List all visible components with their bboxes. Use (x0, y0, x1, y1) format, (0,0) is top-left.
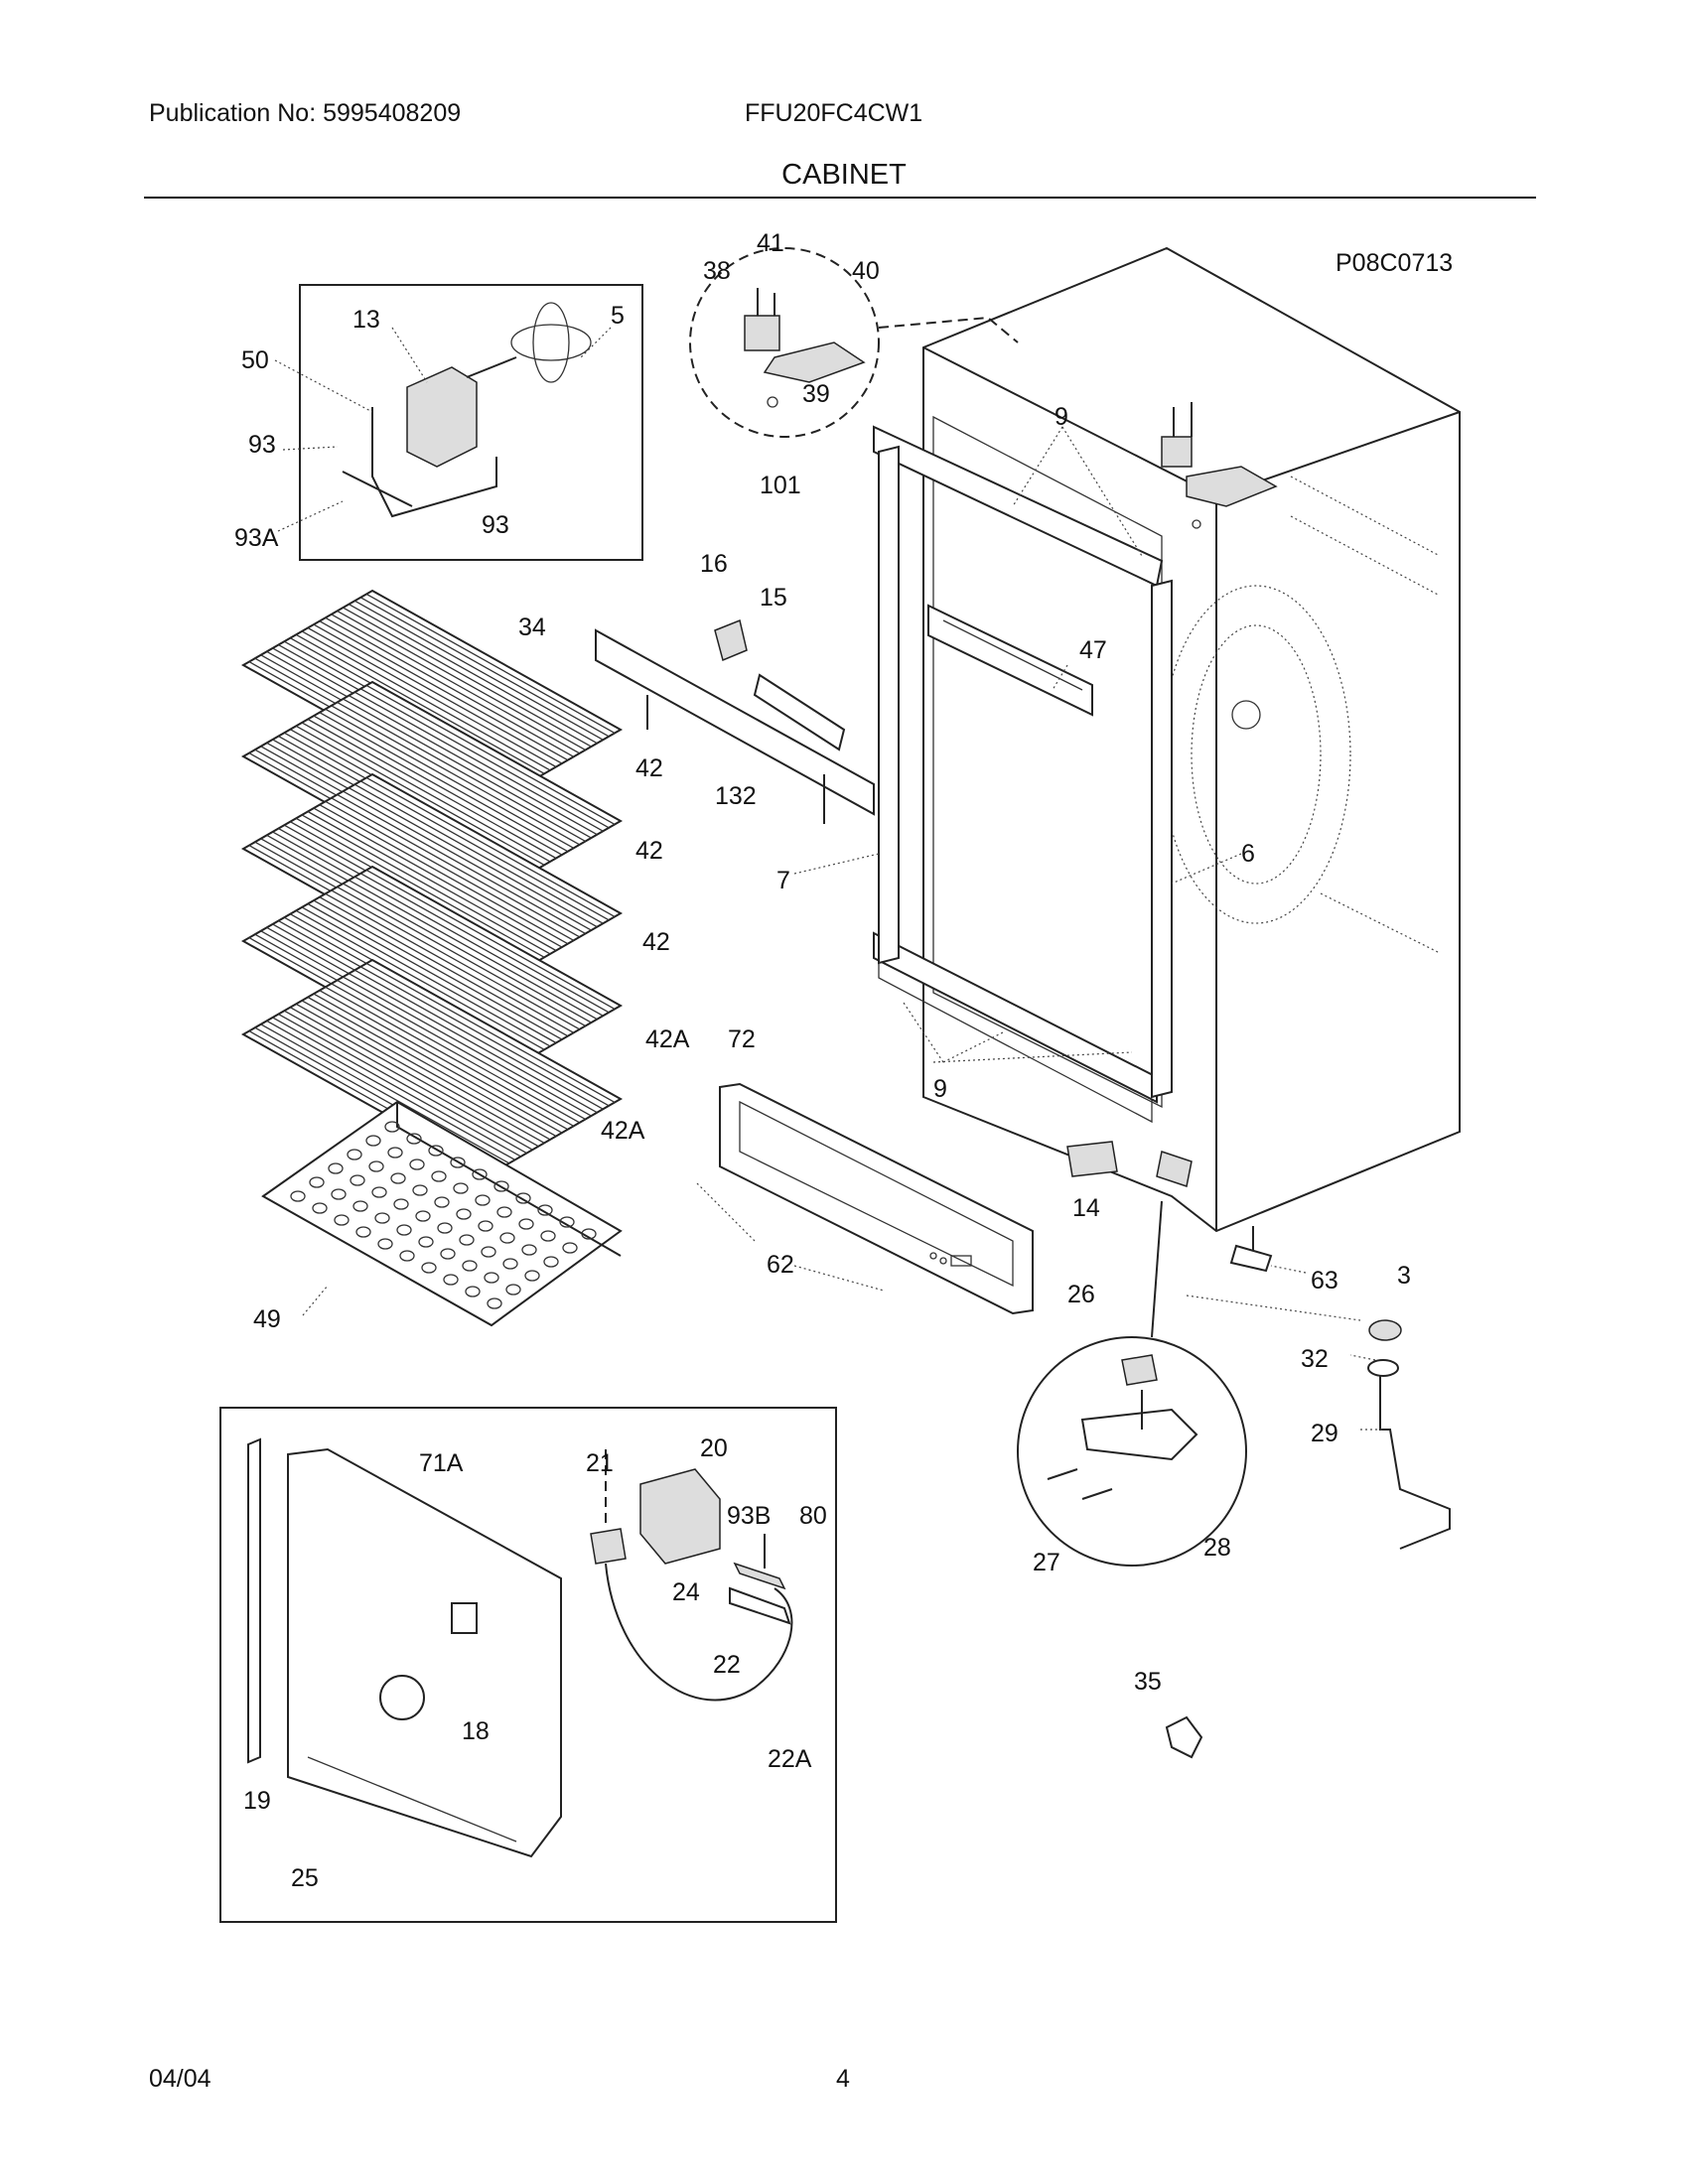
header-rule (144, 197, 1536, 199)
callout-80: 80 (799, 1502, 827, 1530)
callout-34: 34 (518, 614, 546, 641)
callout-14: 14 (1072, 1194, 1100, 1222)
callout-38: 38 (703, 257, 731, 285)
footer-date: 04/04 (149, 2065, 211, 2093)
callout-9-bottom: 9 (933, 1075, 947, 1103)
figure-id: P08C0713 (1336, 249, 1453, 277)
callout-6: 6 (1241, 840, 1255, 868)
callout-42-1: 42 (635, 754, 663, 782)
callout-132: 132 (715, 782, 757, 810)
callout-71A: 71A (419, 1449, 464, 1477)
callout-22A: 22A (768, 1745, 812, 1773)
callout-63: 63 (1311, 1267, 1338, 1295)
callout-25: 25 (291, 1864, 319, 1892)
small-parts (1066, 1141, 1451, 1759)
toe-grille (719, 1082, 1034, 1315)
section-title: CABINET (781, 159, 907, 191)
callout-7: 7 (776, 867, 790, 894)
callout-41: 41 (757, 229, 784, 257)
callout-3: 3 (1397, 1262, 1411, 1290)
callout-16: 16 (700, 550, 728, 578)
callout-42A-1: 42A (645, 1025, 690, 1053)
callout-24: 24 (672, 1578, 700, 1606)
callout-42-2: 42 (635, 837, 663, 865)
callout-21: 21 (586, 1449, 614, 1477)
footer-page-number: 4 (836, 2065, 850, 2093)
wire-shelves (240, 589, 624, 1175)
callout-93-left: 93 (248, 431, 276, 459)
callout-40: 40 (852, 257, 880, 285)
callout-72: 72 (728, 1025, 756, 1053)
callout-18: 18 (462, 1717, 490, 1745)
freezer-basket (261, 1100, 623, 1327)
cabinet-body (878, 246, 1461, 1233)
control-inset (219, 1407, 837, 1923)
callout-labels: P08C0713 41 38 40 39 101 13 5 50 93 93 9… (234, 229, 1453, 1892)
callout-29: 29 (1311, 1420, 1338, 1447)
callout-93A: 93A (234, 524, 279, 552)
callout-35: 35 (1134, 1668, 1162, 1696)
callout-20: 20 (700, 1434, 728, 1462)
callout-28: 28 (1203, 1534, 1231, 1562)
callout-19: 19 (243, 1787, 271, 1815)
callout-93B: 93B (727, 1502, 771, 1530)
model-number: FFU20FC4CW1 (745, 99, 923, 127)
callout-13: 13 (352, 306, 380, 334)
bottom-hinge-circle (1017, 1200, 1247, 1567)
callout-49: 49 (253, 1305, 281, 1333)
callout-9-top: 9 (1055, 403, 1068, 431)
gasket-frame (873, 425, 1173, 1104)
callout-47: 47 (1079, 636, 1107, 664)
callout-42-3: 42 (642, 928, 670, 956)
callout-62: 62 (767, 1251, 794, 1279)
callout-93-right: 93 (482, 511, 509, 539)
hinge-detail-circle (689, 247, 1019, 438)
light-assembly (595, 618, 875, 824)
publication-number: Publication No: 5995408209 (149, 99, 462, 127)
callout-32: 32 (1301, 1345, 1329, 1373)
callout-15: 15 (760, 584, 787, 612)
wire-shelf (240, 680, 624, 897)
leader-lines (274, 327, 1385, 1431)
callout-5: 5 (611, 302, 625, 330)
callout-26: 26 (1067, 1281, 1095, 1308)
callout-27: 27 (1033, 1549, 1060, 1576)
callout-50: 50 (241, 346, 269, 374)
callout-101: 101 (760, 472, 801, 499)
callout-42A-2: 42A (601, 1117, 645, 1145)
callout-22: 22 (713, 1651, 741, 1679)
wire-shelf (240, 958, 624, 1175)
callout-39: 39 (802, 380, 830, 408)
fan-motor-inset (299, 284, 643, 561)
